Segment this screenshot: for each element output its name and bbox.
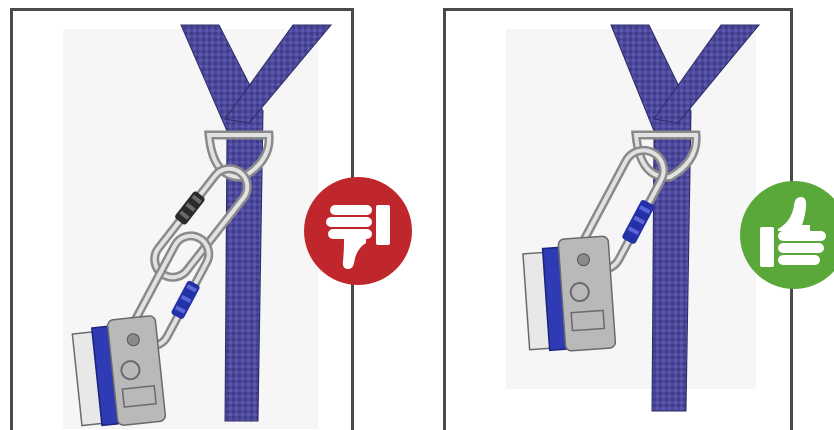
correct-setup-illustration xyxy=(506,24,761,412)
rope-grab-device xyxy=(522,235,617,352)
thumbs-down-badge xyxy=(304,177,412,285)
d-ring xyxy=(631,130,701,182)
thumbs-up-badge xyxy=(740,181,834,289)
thumbs-up-icon xyxy=(760,197,826,267)
incorrect-setup-panel xyxy=(10,8,354,430)
rope-grab-device xyxy=(71,315,167,427)
webbing-strap xyxy=(610,24,761,412)
correct-setup-panel xyxy=(443,8,793,430)
incorrect-setup-illustration xyxy=(63,24,333,429)
thumbs-down-icon xyxy=(326,205,390,269)
